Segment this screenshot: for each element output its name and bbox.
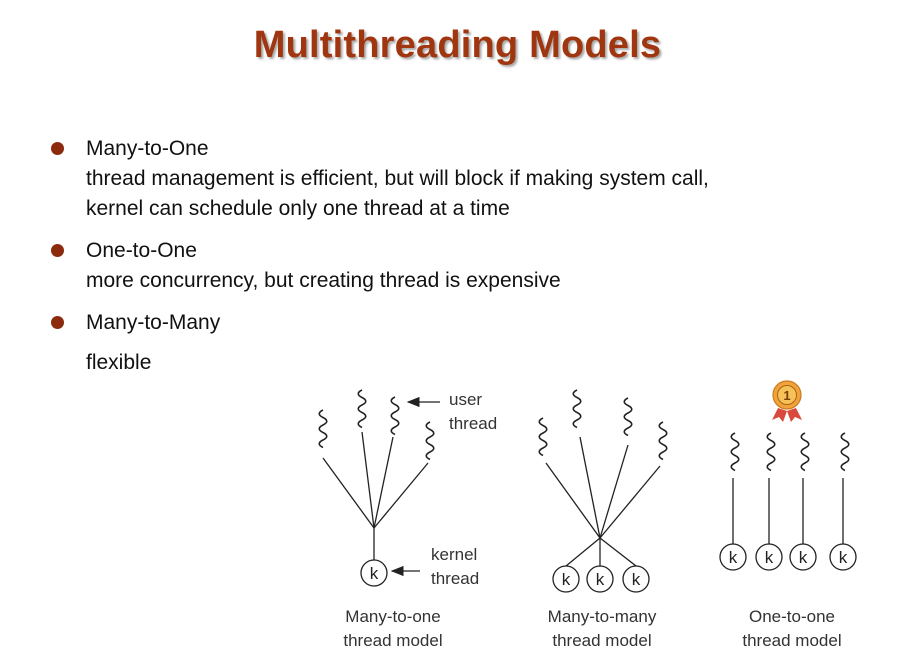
badge-number: 1 (783, 388, 790, 403)
bullet-detail: kernel can schedule only one thread at a… (86, 197, 510, 220)
annotation-line: kernel (431, 545, 478, 564)
annotation-line: user (449, 390, 483, 409)
user-thread-annotation: user thread (449, 388, 497, 436)
caption-line: thread model (343, 631, 443, 650)
bullet-dot-icon (51, 316, 64, 329)
caption-many-to-many: Many-to-many thread model (522, 605, 682, 653)
user-thread-icon (766, 432, 776, 472)
kernel-thread-icon (755, 543, 783, 571)
caption-line: thread model (552, 631, 652, 650)
bullet-dot-icon (51, 142, 64, 155)
slide-title: Multithreading Models (253, 24, 662, 66)
kernel-glyph: k (729, 548, 738, 567)
user-thread-icon (390, 396, 400, 436)
user-thread-icon (572, 389, 582, 429)
caption-line: Many-to-many (547, 607, 657, 626)
bullet-one-to-one: One-to-One more concurrency, but creatin… (50, 236, 890, 296)
kernel-thread-icon (789, 543, 817, 571)
kernel-glyph: k (765, 548, 774, 567)
kernel-glyph: k (799, 548, 808, 567)
user-thread-icon (357, 389, 367, 429)
bullet-detail: thread management is efficient, but will… (86, 167, 709, 190)
kernel-thread-icon (719, 543, 747, 571)
many-to-many-model (538, 389, 668, 593)
bullet-detail: flexible (86, 351, 152, 374)
bullet-heading: One-to-One (86, 239, 197, 262)
kernel-glyph: k (839, 548, 848, 567)
annotation-line: thread (431, 569, 480, 588)
kernel-glyph: k (370, 564, 379, 583)
user-thread-icon (730, 432, 740, 472)
caption-line: Many-to-one (345, 607, 441, 626)
kernel-thread-icon (622, 565, 650, 593)
caption-many-to-one: Many-to-one thread model (313, 605, 473, 653)
user-thread-icon (425, 421, 435, 461)
kernel-thread-icon (586, 565, 614, 593)
bullet-heading: Many-to-One (86, 137, 209, 160)
kernel-glyph: k (562, 570, 571, 589)
caption-line: One-to-one (749, 607, 835, 626)
kernel-thread-icon (552, 565, 580, 593)
medal-badge-icon: 1 (772, 380, 802, 422)
bullet-dot-icon (51, 244, 64, 257)
user-thread-icon (538, 417, 548, 457)
kernel-glyph: k (632, 570, 641, 589)
annotation-line: thread (449, 414, 498, 433)
caption-line: thread model (742, 631, 842, 650)
caption-one-to-one: One-to-one thread model (712, 605, 872, 653)
kernel-thread-annotation: kernel thread (431, 543, 479, 591)
user-thread-icon (800, 432, 810, 472)
bullet-many-to-one: Many-to-One thread management is efficie… (50, 134, 890, 224)
bullet-list: Many-to-One thread management is efficie… (50, 134, 890, 378)
user-thread-icon (658, 421, 668, 461)
one-to-one-model (719, 432, 857, 571)
bullet-many-to-many: Many-to-Many flexible (50, 308, 890, 378)
user-thread-icon (318, 409, 328, 449)
kernel-thread-icon (360, 559, 388, 587)
bullet-detail: more concurrency, but creating thread is… (86, 269, 561, 292)
many-to-one-model (318, 389, 440, 587)
kernel-thread-icon (829, 543, 857, 571)
user-thread-icon (623, 397, 633, 437)
user-thread-icon (840, 432, 850, 472)
bullet-heading: Many-to-Many (86, 311, 221, 334)
kernel-glyph: k (596, 570, 605, 589)
